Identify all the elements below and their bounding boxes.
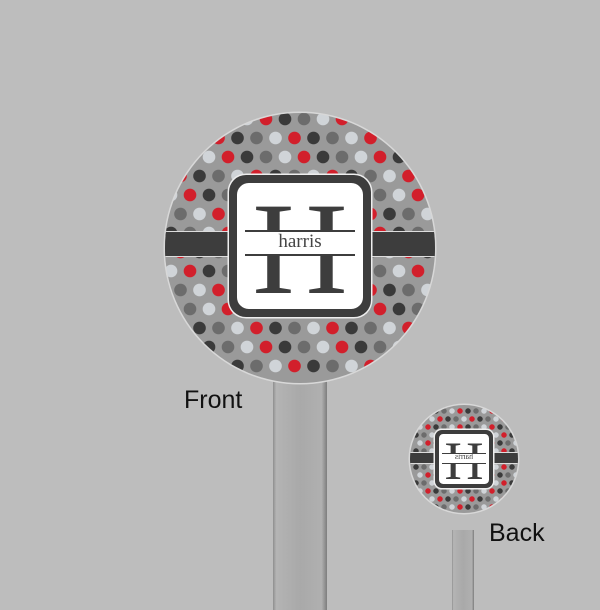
back-monogram-panel: H harris [438,431,490,491]
front-monogram-panel: H harris [236,182,364,315]
back-stick [452,530,474,610]
back-monogram-name: harris [454,452,474,461]
back-label: Back [489,519,545,547]
back-monogram-frame: H harris [435,430,493,491]
front-monogram-name: harris [278,231,322,252]
front-stick [273,370,327,610]
front-disc: H harris [165,113,435,383]
back-name-strip [442,453,486,464]
front-label: Front [184,386,243,414]
front-name-strip [244,230,356,256]
back-disc: H harris [410,405,518,513]
front-monogram-frame: H harris [229,175,371,317]
